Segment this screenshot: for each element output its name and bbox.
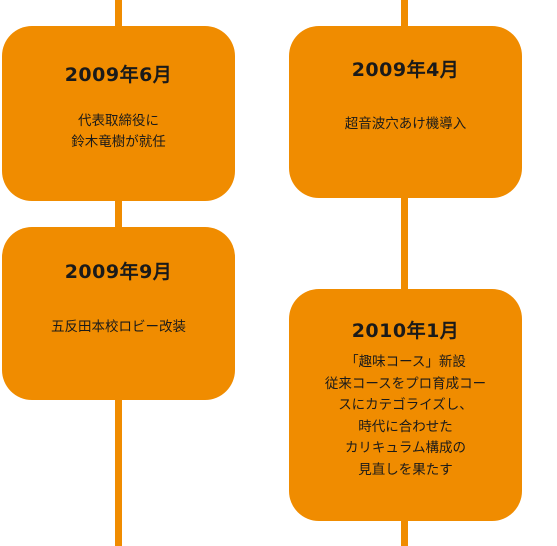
event-description: 「趣味コース」新設 従来コースをプロ育成コー スにカテゴライズし、 時代に合わせ… [324, 354, 487, 478]
event-description: 代表取締役に 鈴木竜樹が就任 [71, 113, 166, 150]
timeline-event-card: 2009年4月 超音波穴あけ機導入 [289, 26, 522, 198]
event-date: 2010年1月 [351, 320, 460, 342]
event-date: 2009年4月 [351, 59, 460, 81]
event-date: 2009年6月 [64, 64, 173, 86]
event-description: 五反田本校ロビー改装 [51, 319, 186, 335]
timeline-event-card: 2009年9月 五反田本校ロビー改装 [2, 227, 235, 400]
timeline-line-right [401, 0, 408, 546]
timeline-event-card: 2009年6月 代表取締役に 鈴木竜樹が就任 [2, 26, 235, 201]
timeline-event-card: 2010年1月 「趣味コース」新設 従来コースをプロ育成コー スにカテゴライズし… [289, 289, 522, 521]
event-date: 2009年9月 [64, 261, 173, 283]
event-description: 超音波穴あけ機導入 [344, 116, 467, 132]
